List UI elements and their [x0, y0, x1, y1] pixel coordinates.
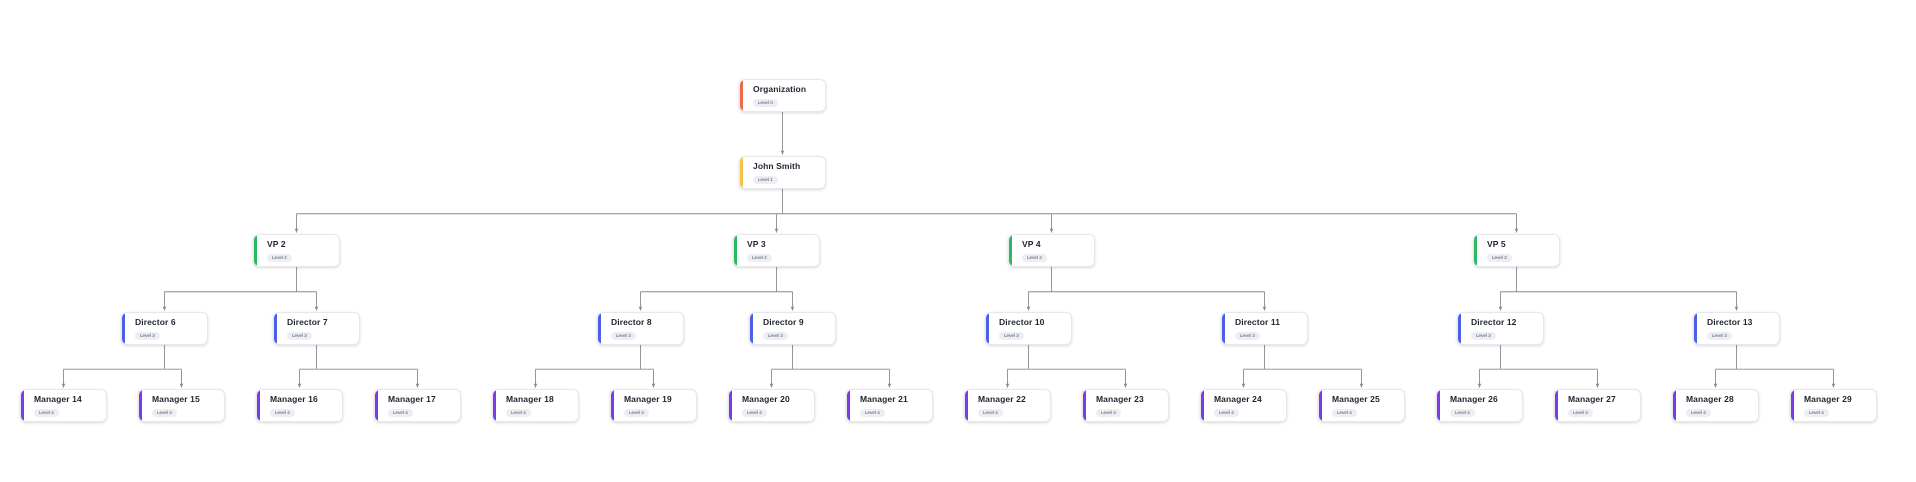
org-node-level-badge: Level 4	[1804, 409, 1829, 417]
org-node-title: Manager 14	[34, 394, 82, 404]
org-node-n27[interactable]: Manager 27 Level 4	[1554, 389, 1641, 422]
org-node-level-badge: Level 3	[1471, 332, 1496, 340]
org-node-level-badge: Level 3	[287, 332, 312, 340]
org-node-n9[interactable]: Director 9 Level 3	[749, 312, 836, 345]
org-node-n13[interactable]: Director 13 Level 3	[1693, 312, 1780, 345]
org-node-level-badge: Level 4	[506, 409, 531, 417]
org-node-level-badge: Level 4	[34, 409, 59, 417]
org-node-level-badge: Level 4	[1096, 409, 1121, 417]
org-node-level-badge: Level 4	[978, 409, 1003, 417]
org-node-level-badge: Level 2	[1022, 254, 1047, 262]
org-node-level-badge: Level 4	[742, 409, 767, 417]
org-node-level-badge: Level 3	[1707, 332, 1732, 340]
org-node-level-badge: Level 4	[388, 409, 413, 417]
org-node-title: Manager 19	[624, 394, 672, 404]
org-node-n26[interactable]: Manager 26 Level 4	[1436, 389, 1523, 422]
org-node-n22[interactable]: Manager 22 Level 4	[964, 389, 1051, 422]
org-node-title: Manager 26	[1450, 394, 1498, 404]
org-node-n5[interactable]: VP 5 Level 2	[1473, 234, 1560, 267]
org-node-title: Manager 21	[860, 394, 908, 404]
org-node-title: Director 8	[611, 317, 652, 327]
org-node-level-badge: Level 3	[763, 332, 788, 340]
org-node-title: VP 2	[267, 239, 286, 249]
org-node-level-badge: Level 4	[270, 409, 295, 417]
org-node-level-badge: Level 4	[152, 409, 177, 417]
org-node-level-badge: Level 3	[135, 332, 160, 340]
org-node-title: Organization	[753, 84, 807, 94]
org-node-level-badge: Level 3	[611, 332, 636, 340]
org-node-n23[interactable]: Manager 23 Level 4	[1082, 389, 1169, 422]
org-node-n24[interactable]: Manager 24 Level 4	[1200, 389, 1287, 422]
org-node-n28[interactable]: Manager 28 Level 4	[1672, 389, 1759, 422]
org-node-n14[interactable]: Manager 14 Level 4	[20, 389, 107, 422]
org-node-level-badge: Level 2	[747, 254, 772, 262]
org-node-level-badge: Level 2	[1487, 254, 1512, 262]
org-node-n20[interactable]: Manager 20 Level 4	[728, 389, 815, 422]
org-node-n25[interactable]: Manager 25 Level 4	[1318, 389, 1405, 422]
org-node-n19[interactable]: Manager 19 Level 4	[610, 389, 697, 422]
org-node-level-badge: Level 0	[753, 99, 778, 107]
org-node-level-badge: Level 4	[624, 409, 649, 417]
org-node-title: Director 7	[287, 317, 328, 327]
org-node-title: Manager 27	[1568, 394, 1616, 404]
org-node-title: Manager 24	[1214, 394, 1262, 404]
org-node-title: Director 10	[999, 317, 1045, 327]
org-node-title: VP 5	[1487, 239, 1506, 249]
org-node-title: Manager 18	[506, 394, 554, 404]
org-node-title: Manager 29	[1804, 394, 1852, 404]
org-node-n10[interactable]: Director 10 Level 3	[985, 312, 1072, 345]
org-node-level-badge: Level 3	[1235, 332, 1260, 340]
org-node-title: Director 13	[1707, 317, 1753, 327]
org-node-n15[interactable]: Manager 15 Level 4	[138, 389, 225, 422]
org-node-n17[interactable]: Manager 17 Level 4	[374, 389, 461, 422]
org-node-title: Manager 22	[978, 394, 1026, 404]
org-node-level-badge: Level 4	[1450, 409, 1475, 417]
org-node-n11[interactable]: Director 11 Level 3	[1221, 312, 1308, 345]
org-node-n29[interactable]: Manager 29 Level 4	[1790, 389, 1877, 422]
org-node-title: Manager 15	[152, 394, 200, 404]
org-node-level-badge: Level 4	[860, 409, 885, 417]
org-node-level-badge: Level 3	[999, 332, 1024, 340]
org-node-n3[interactable]: VP 3 Level 2	[733, 234, 820, 267]
org-node-level-badge: Level 1	[753, 176, 778, 184]
org-node-title: Director 6	[135, 317, 176, 327]
org-node-n4[interactable]: VP 4 Level 2	[1008, 234, 1095, 267]
org-node-n8[interactable]: Director 8 Level 3	[597, 312, 684, 345]
org-node-title: Director 11	[1235, 317, 1281, 327]
org-node-level-badge: Level 4	[1332, 409, 1357, 417]
org-node-title: Director 9	[763, 317, 804, 327]
org-node-level-badge: Level 4	[1214, 409, 1239, 417]
org-node-n21[interactable]: Manager 21 Level 4	[846, 389, 933, 422]
org-node-level-badge: Level 4	[1568, 409, 1593, 417]
org-node-title: Manager 28	[1686, 394, 1734, 404]
org-node-n2[interactable]: VP 2 Level 2	[253, 234, 340, 267]
org-node-title: Manager 23	[1096, 394, 1144, 404]
org-node-title: John Smith	[753, 161, 801, 171]
org-node-n7[interactable]: Director 7 Level 3	[273, 312, 360, 345]
org-node-n12[interactable]: Director 12 Level 3	[1457, 312, 1544, 345]
org-node-level-badge: Level 4	[1686, 409, 1711, 417]
org-node-title: Manager 25	[1332, 394, 1380, 404]
org-node-title: Manager 16	[270, 394, 318, 404]
org-node-title: VP 3	[747, 239, 766, 249]
org-node-n16[interactable]: Manager 16 Level 4	[256, 389, 343, 422]
org-node-title: Manager 20	[742, 394, 790, 404]
org-node-title: VP 4	[1022, 239, 1041, 249]
org-node-n18[interactable]: Manager 18 Level 4	[492, 389, 579, 422]
org-node-level-badge: Level 2	[267, 254, 292, 262]
org-node-title: Manager 17	[388, 394, 436, 404]
org-node-title: Director 12	[1471, 317, 1517, 327]
org-node-n6[interactable]: Director 6 Level 3	[121, 312, 208, 345]
